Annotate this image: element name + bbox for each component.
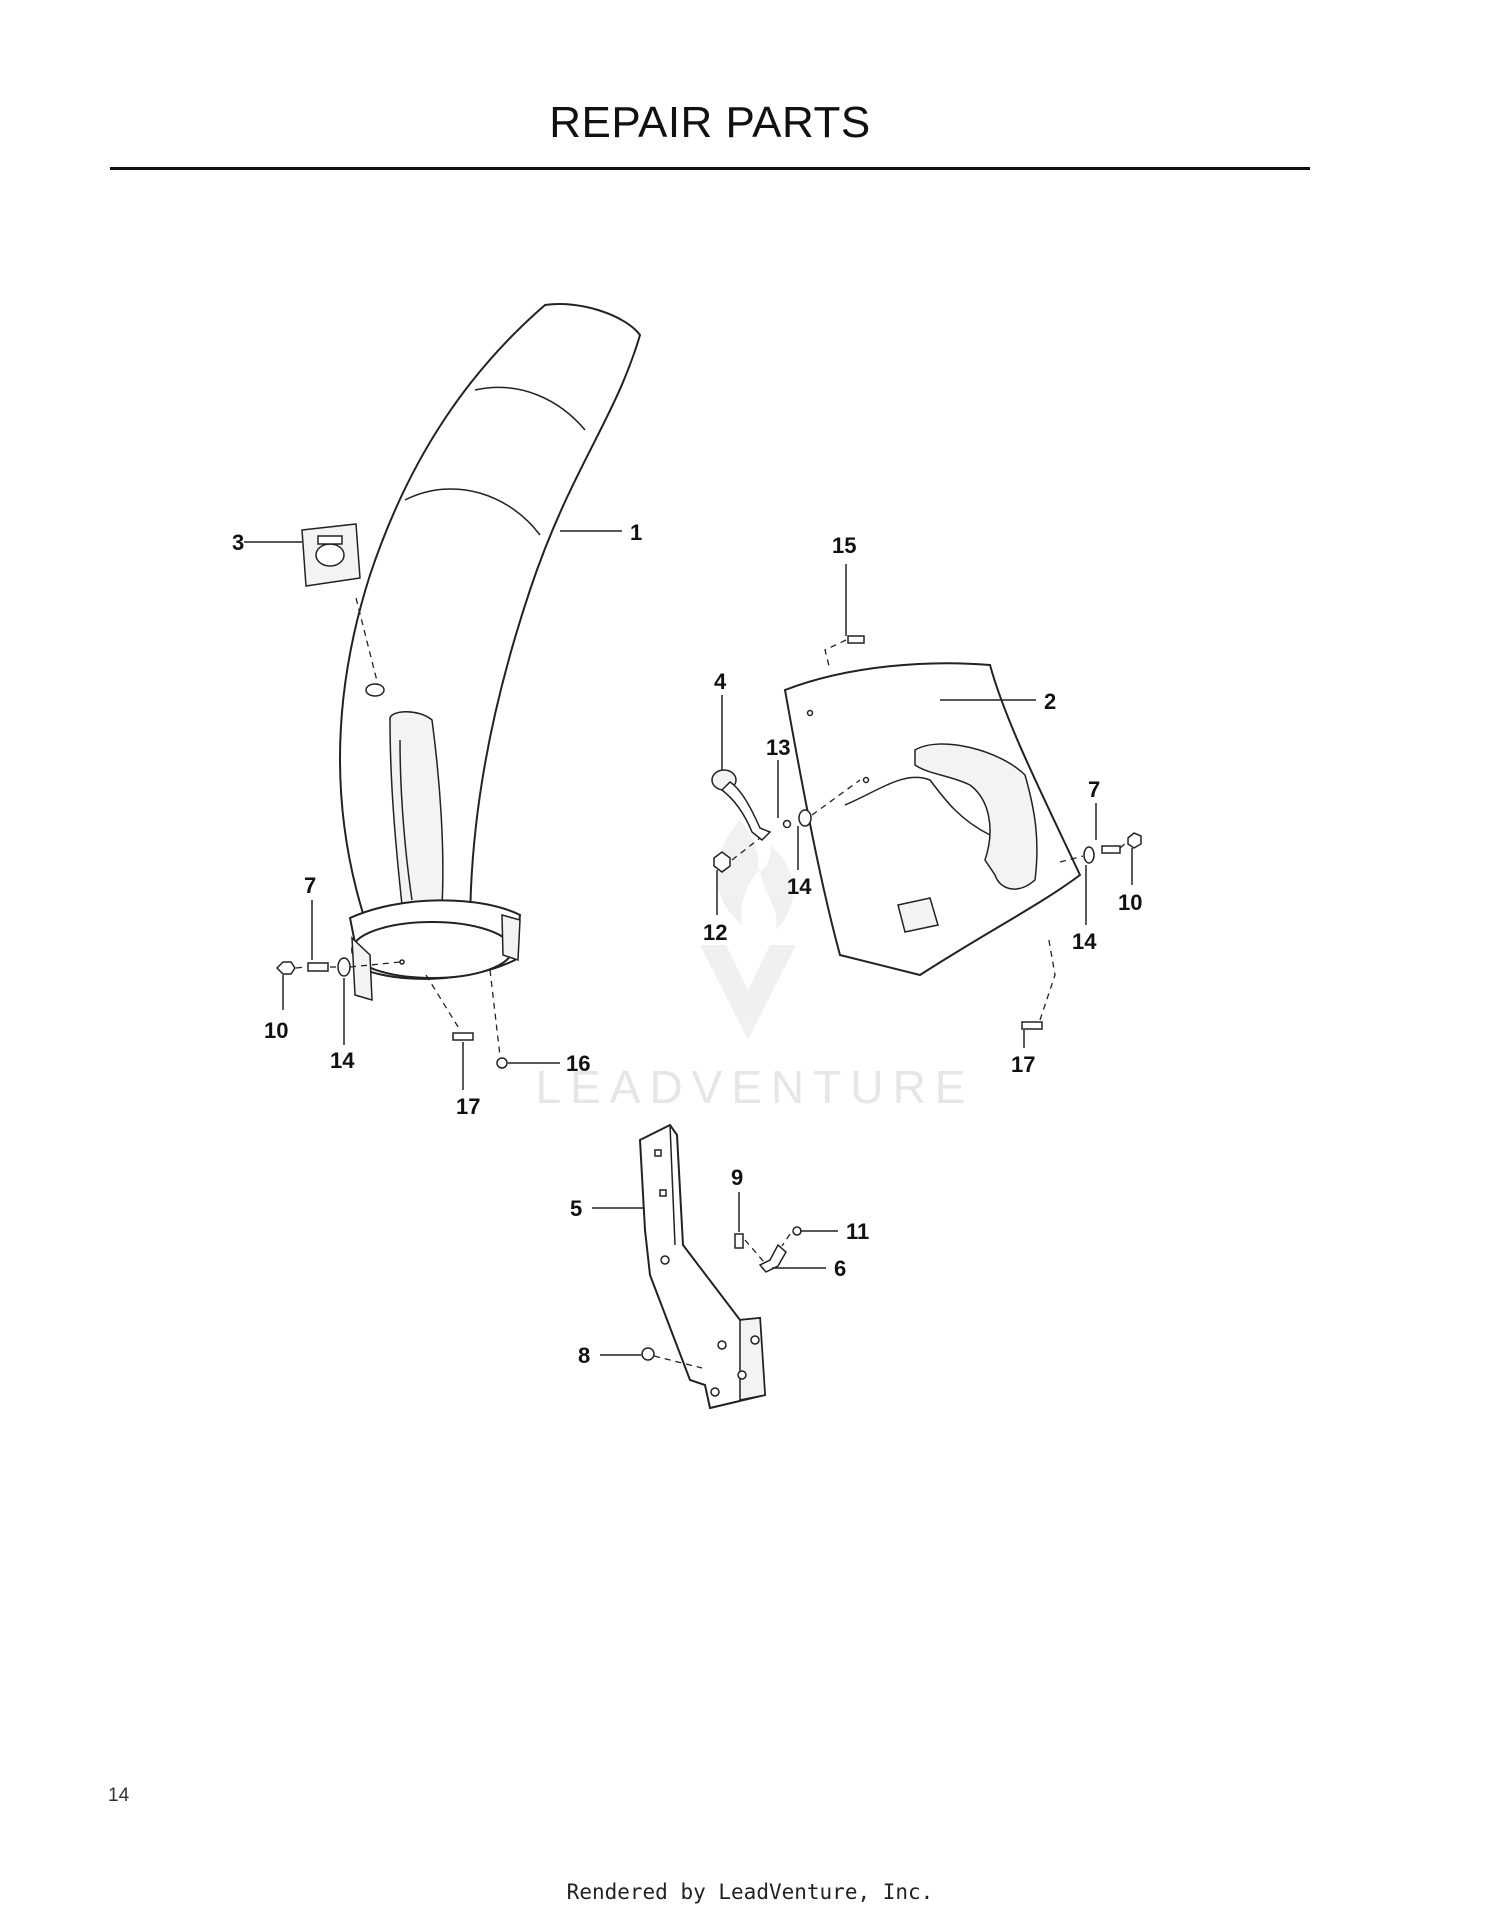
callout-16: 16 [566,1051,590,1076]
callout-7b: 7 [1088,777,1100,802]
bracket-hardware [734,1226,802,1273]
callout-13: 13 [766,735,790,760]
bracket-part-5 [638,1123,767,1410]
callout-9: 9 [731,1165,743,1190]
callout-17a: 17 [456,1094,480,1119]
deflector-part-2 [783,662,1082,977]
callout-1: 1 [630,520,642,545]
callout-4: 4 [714,669,727,694]
callout-17b: 17 [1011,1052,1035,1077]
callout-15: 15 [832,533,856,558]
title-divider [110,167,1310,170]
callout-14b: 14 [787,874,812,899]
page-number: 14 [108,1785,130,1806]
callout-10a: 10 [264,1018,288,1043]
callout-5: 5 [570,1196,582,1221]
footer-credit: Rendered by LeadVenture, Inc. [566,1880,934,1904]
page-title: REPAIR PARTS [549,98,871,147]
callout-3: 3 [232,530,244,555]
leader-lines [244,530,1133,1356]
callout-2: 2 [1044,689,1056,714]
callout-6: 6 [834,1256,846,1281]
callout-10b: 10 [1118,890,1142,915]
watermark-text: LEADVENTURE [535,1061,975,1113]
callout-8: 8 [578,1343,590,1368]
chute-part-1 [339,303,642,1002]
label-plate-part-3 [301,523,361,587]
callout-12: 12 [703,920,727,945]
callout-11: 11 [846,1219,869,1244]
callout-labels: 1 2 3 4 5 6 7 7 8 9 10 10 11 12 13 14 14… [232,520,1142,1368]
callout-14a: 14 [330,1048,355,1073]
callout-7a: 7 [304,873,316,898]
chute-hardware [275,597,508,1069]
callout-14c: 14 [1072,929,1097,954]
lever-part-4 [711,769,861,873]
deflector-hardware [824,635,1142,1030]
watermark-logo [700,820,796,1040]
